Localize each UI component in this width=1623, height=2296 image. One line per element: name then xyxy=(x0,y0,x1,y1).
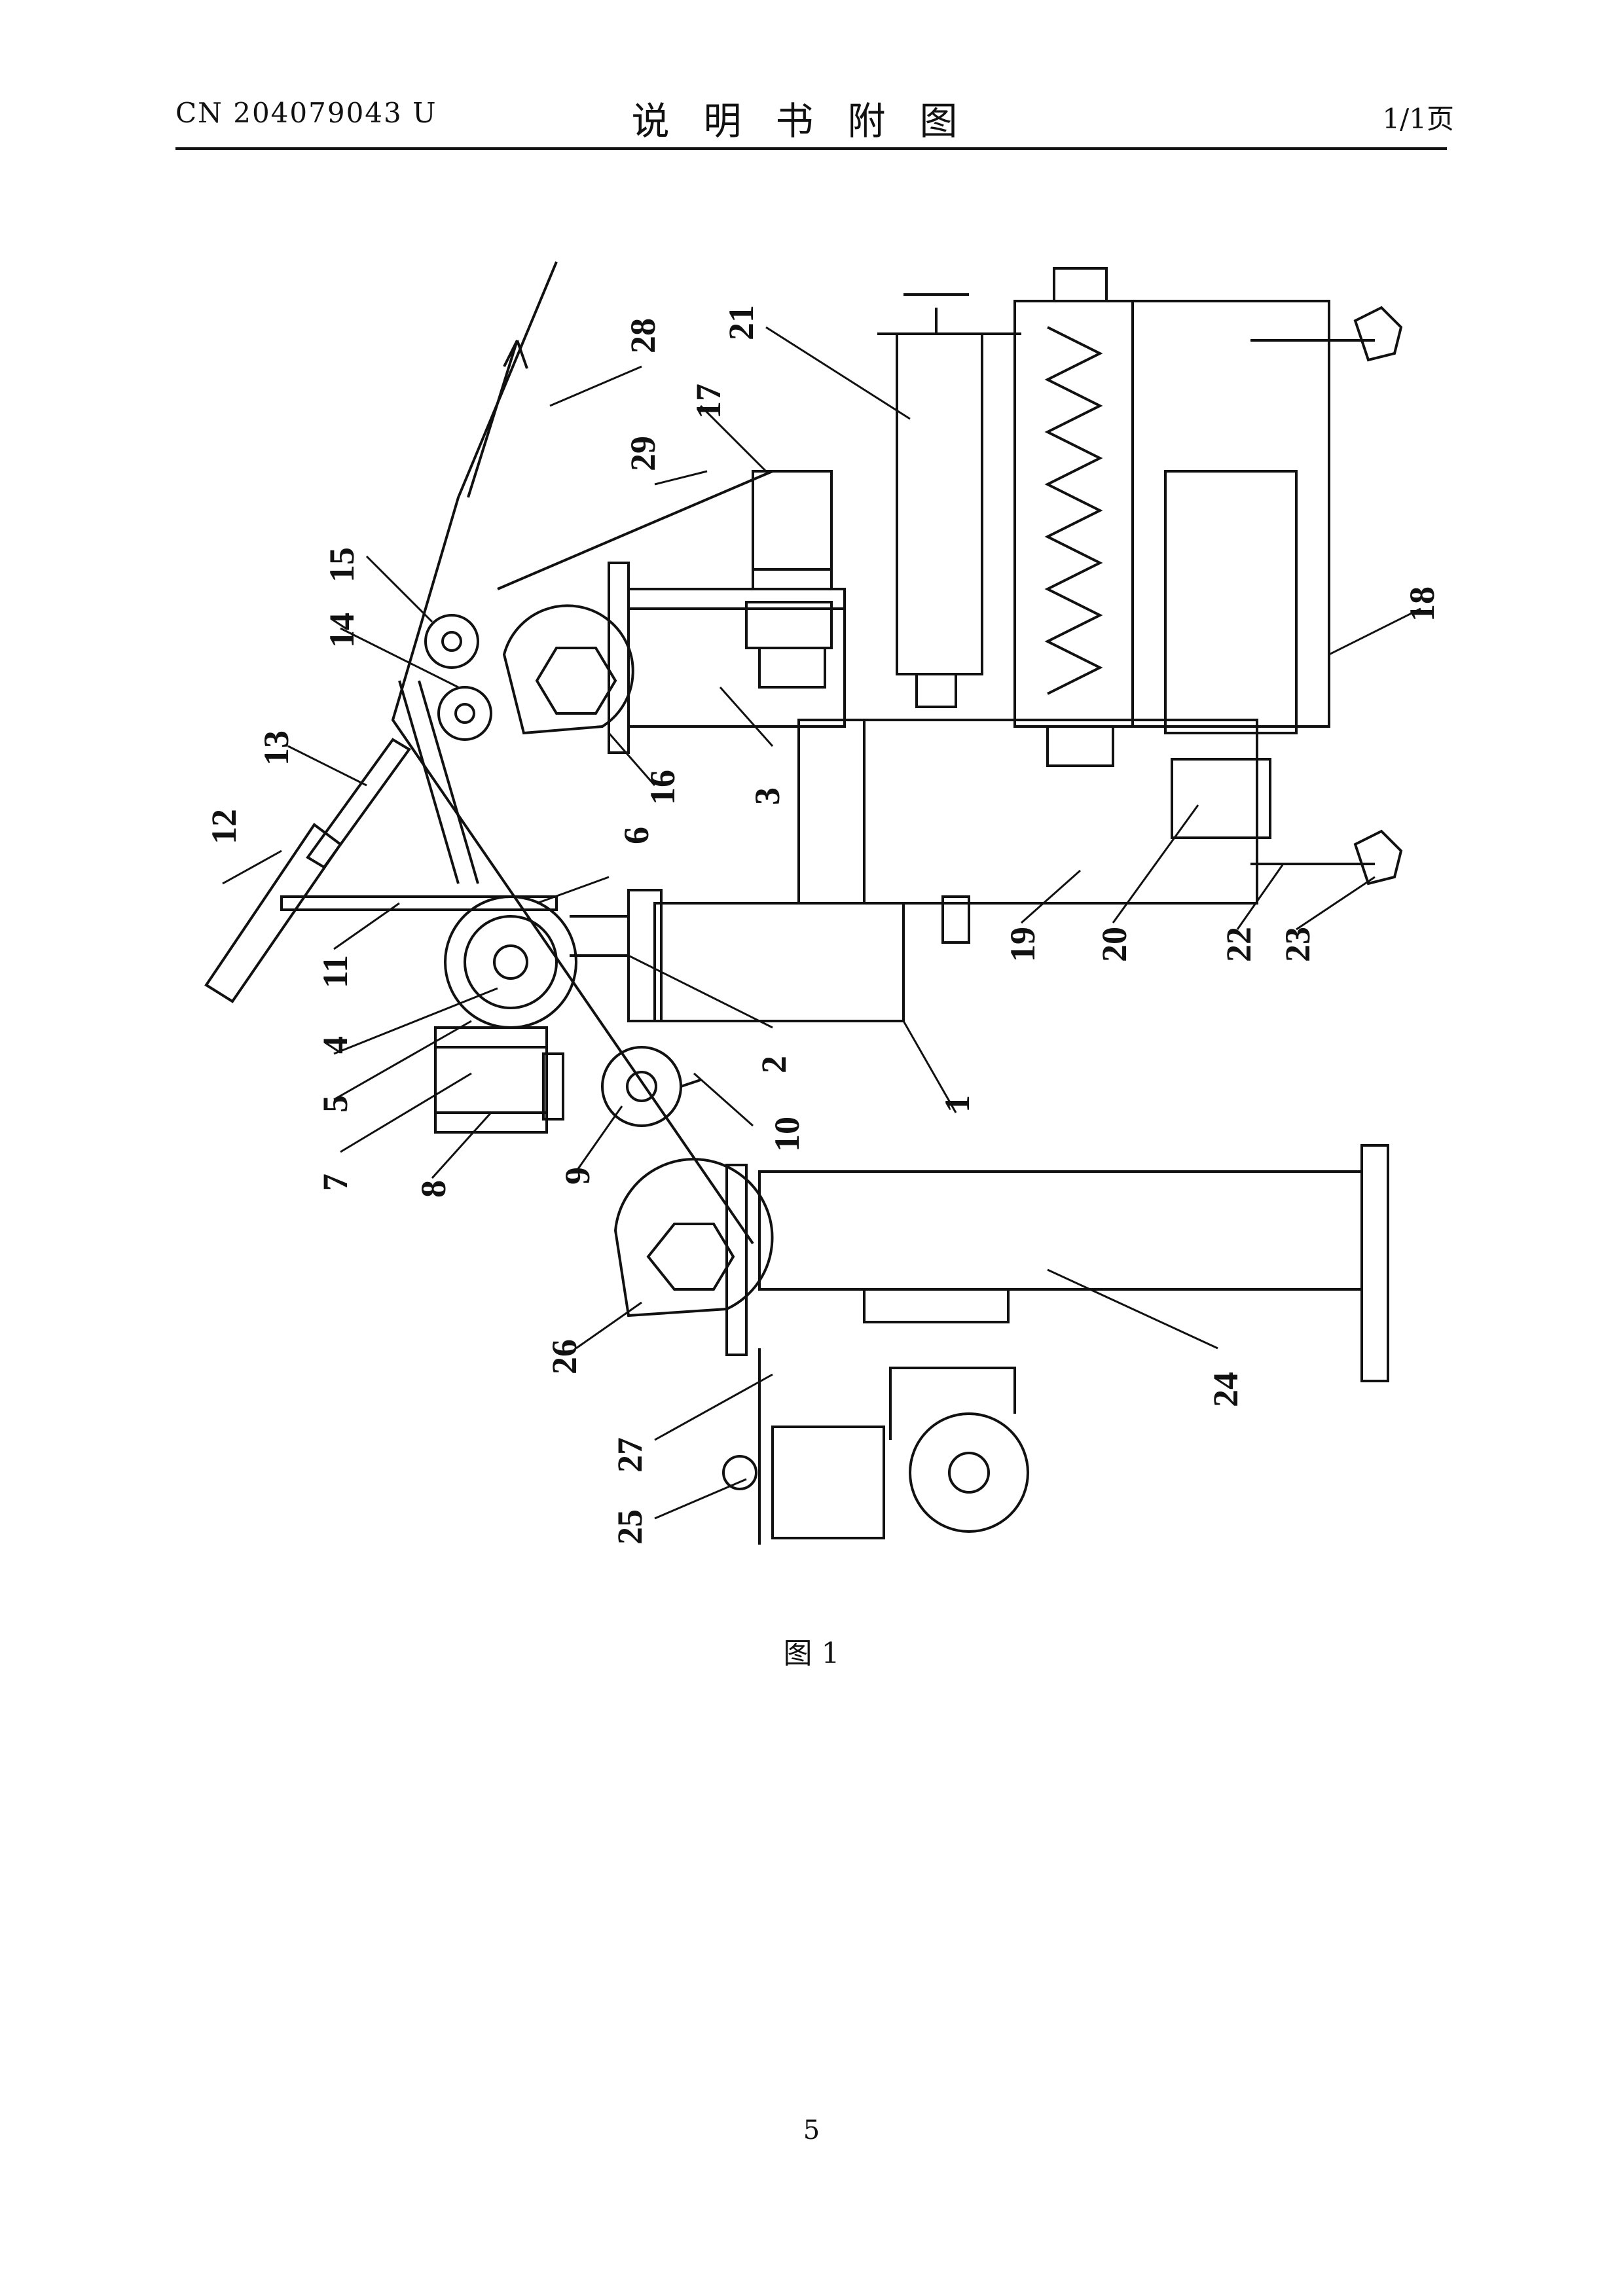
part-label-26: 26 xyxy=(545,1339,584,1374)
part-label-3: 3 xyxy=(748,787,787,805)
page-number: 5 xyxy=(803,2115,820,2145)
part-label-4: 4 xyxy=(316,1036,355,1054)
page-reference: 1/1页 xyxy=(1382,103,1454,135)
block-8 xyxy=(434,1046,548,1134)
roller-15 xyxy=(424,614,479,669)
arm xyxy=(398,680,479,884)
roller-21 xyxy=(896,332,983,675)
cylinder-13 xyxy=(306,738,411,869)
part-label-27: 27 xyxy=(610,1437,649,1473)
strand-29 xyxy=(497,470,773,590)
part-label-20: 20 xyxy=(1095,927,1134,962)
part-label-29: 29 xyxy=(623,436,663,471)
screw-roller xyxy=(1013,300,1134,728)
part-label-28: 28 xyxy=(623,318,663,353)
cam-26 xyxy=(613,1158,774,1318)
plate-16 xyxy=(608,562,630,754)
bracket-2 xyxy=(627,889,663,1022)
part-label-2: 2 xyxy=(754,1056,793,1073)
part-label-23: 23 xyxy=(1278,927,1317,962)
gear-9 xyxy=(601,1046,682,1127)
part-label-10: 10 xyxy=(767,1117,807,1152)
column-24 xyxy=(758,1170,1363,1291)
feed-arrow xyxy=(467,340,528,498)
block-7 xyxy=(434,1026,548,1114)
part-label-18: 18 xyxy=(1402,586,1442,622)
part-label-12: 12 xyxy=(204,809,244,844)
part-label-16: 16 xyxy=(643,770,682,805)
motor-20 xyxy=(1171,758,1271,839)
mechanism-25 xyxy=(771,1426,885,1539)
part-label-21: 21 xyxy=(721,305,761,340)
part-label-9: 9 xyxy=(558,1167,597,1185)
handwheel xyxy=(909,1412,1029,1533)
gearbox-19 xyxy=(863,719,1258,905)
housing-18 xyxy=(1013,300,1330,728)
frame-1 xyxy=(653,902,905,1022)
column-17 xyxy=(752,470,833,571)
part-label-25: 25 xyxy=(610,1509,649,1545)
part-label-14: 14 xyxy=(322,613,361,648)
roller-14 xyxy=(437,686,492,741)
part-label-19: 19 xyxy=(1003,927,1042,962)
part-label-8: 8 xyxy=(414,1180,453,1198)
cam-16 xyxy=(502,604,634,735)
upright-11 xyxy=(280,895,558,911)
page-title: 说明书附图 xyxy=(631,99,992,143)
perforated-panel xyxy=(1164,470,1298,734)
part-label-22: 22 xyxy=(1219,927,1258,962)
leg-22 xyxy=(1250,339,1375,865)
part-label-5: 5 xyxy=(316,1095,355,1113)
part-label-15: 15 xyxy=(322,547,361,583)
part-label-24: 24 xyxy=(1206,1372,1245,1407)
header-rule xyxy=(175,147,1447,150)
part-label-13: 13 xyxy=(257,730,296,766)
part-label-11: 11 xyxy=(316,955,355,988)
document-number: CN 204079043 U xyxy=(175,97,437,129)
foot-23 xyxy=(1353,306,1403,362)
part-label-1: 1 xyxy=(938,1095,977,1113)
part-label-17: 17 xyxy=(689,384,728,419)
part-label-6: 6 xyxy=(617,827,656,844)
figure-caption: 图 1 xyxy=(783,1637,840,1670)
part-label-7: 7 xyxy=(316,1174,355,1191)
